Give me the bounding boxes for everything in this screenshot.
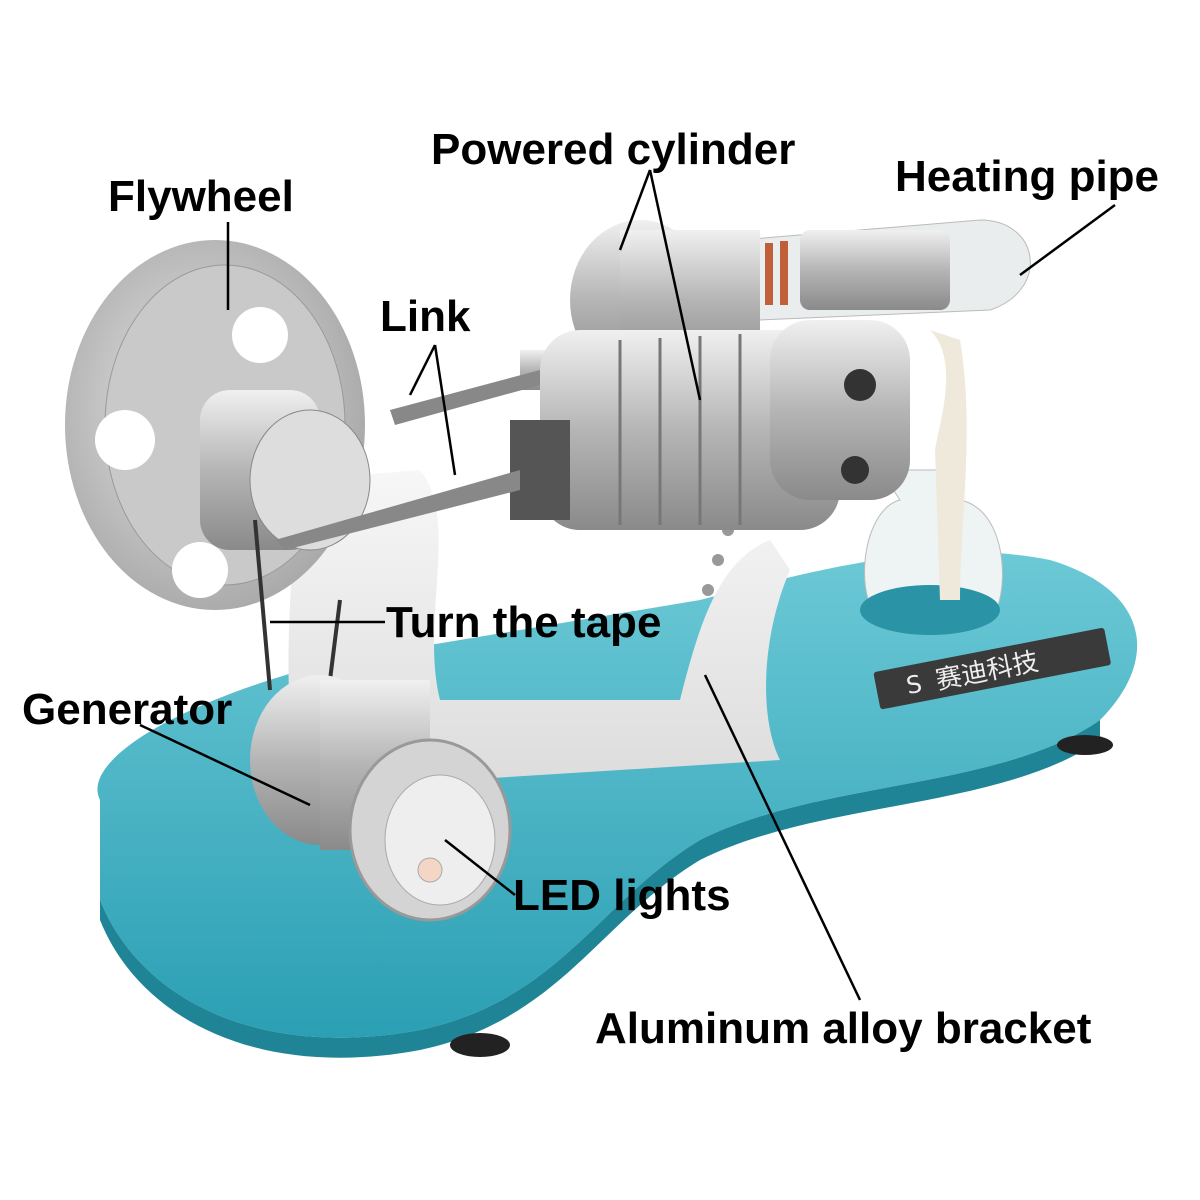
- label-turn-the-tape: Turn the tape: [386, 598, 662, 647]
- leader-lines: [139, 169, 1116, 1001]
- label-aluminum-alloy-bracket: Aluminum alloy bracket: [595, 1004, 1092, 1053]
- label-powered-cylinder: Powered cylinder: [431, 125, 796, 174]
- label-heating-pipe: Heating pipe: [895, 152, 1160, 201]
- led-light: [417, 857, 443, 883]
- label-link: Link: [380, 292, 471, 341]
- label-led-lights: LED lights: [513, 871, 731, 920]
- label-flywheel: Flywheel: [108, 172, 294, 221]
- belt: [253, 519, 342, 691]
- label-generator: Generator: [22, 685, 233, 734]
- connecting-link: [275, 470, 520, 550]
- svg-text:S: S: [904, 670, 924, 700]
- powered-cylinder: [540, 330, 840, 530]
